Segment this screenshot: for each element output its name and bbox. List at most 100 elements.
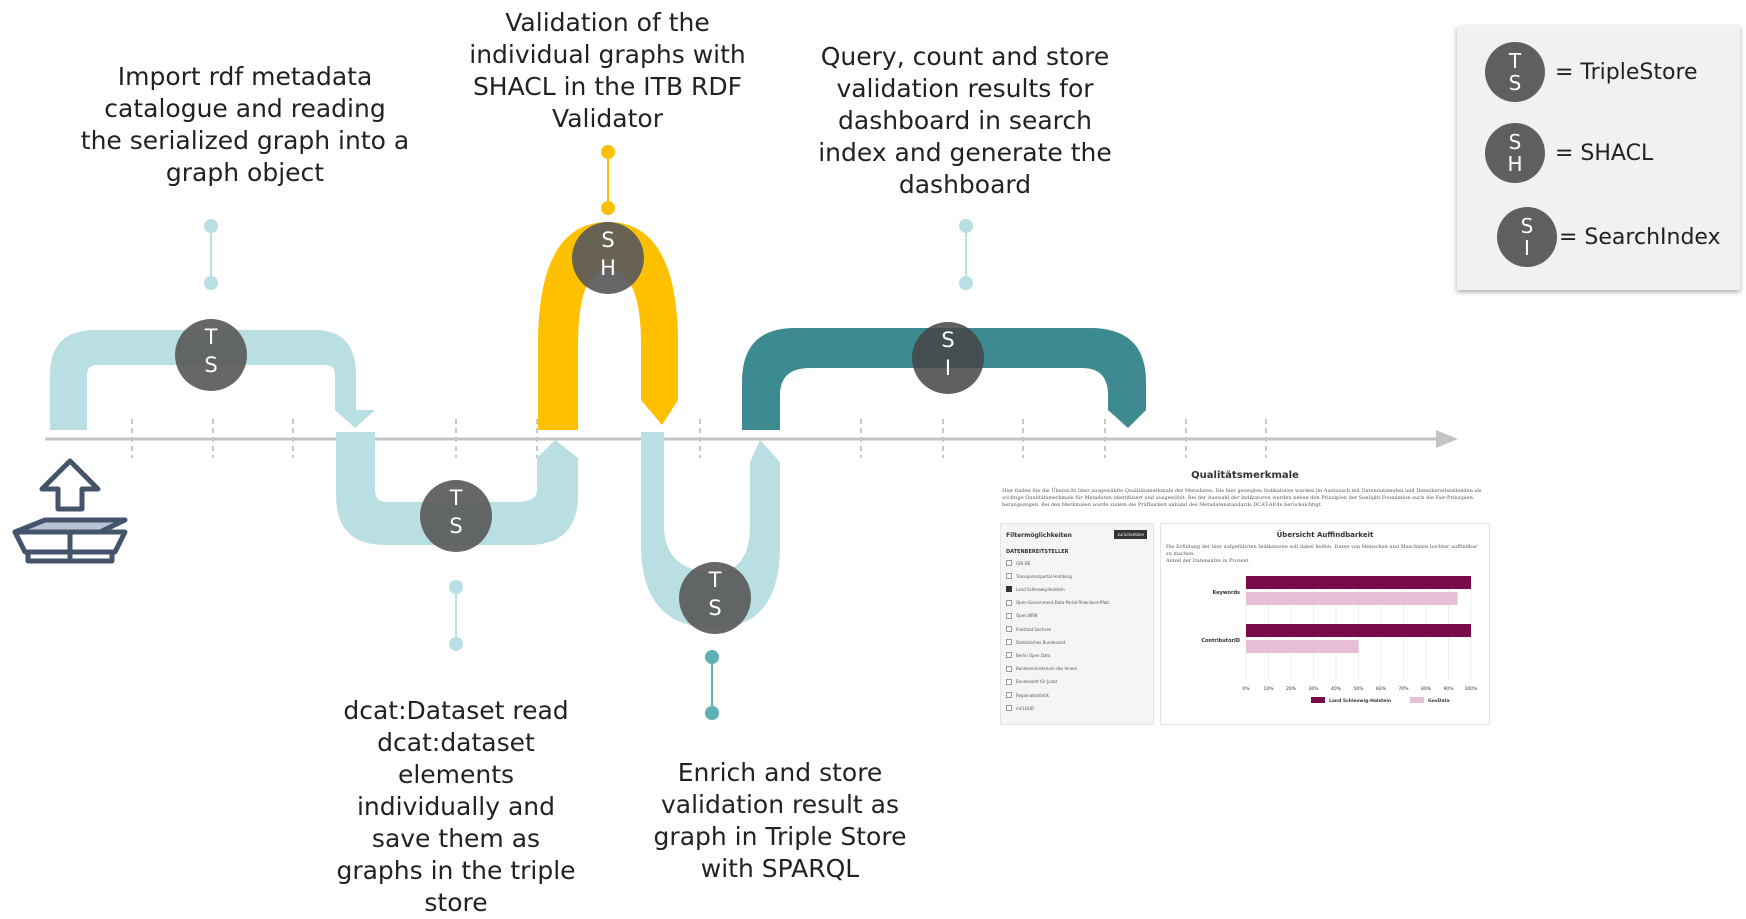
filter-checkbox[interactable] bbox=[1006, 573, 1012, 580]
flow-segment-dcat bbox=[336, 432, 578, 545]
badge-searchindex: S I bbox=[912, 322, 984, 394]
chart-tick-label: 90% bbox=[1443, 686, 1454, 692]
filter-checkbox[interactable] bbox=[1006, 560, 1012, 566]
pin-step5 bbox=[959, 219, 973, 290]
chart-tick-label: 70% bbox=[1398, 686, 1409, 692]
chart-tick-label: 0% bbox=[1242, 686, 1250, 692]
caption-step1: Import rdf metadata catalogue and readin… bbox=[80, 62, 410, 187]
filter-checkbox[interactable] bbox=[1006, 599, 1012, 606]
reset-button[interactable]: zurücksetzen bbox=[1114, 530, 1147, 539]
flow-diagram: T S T S S H T S S I bbox=[12, 145, 1458, 720]
filter-checkbox[interactable] bbox=[1006, 626, 1012, 632]
chart-tick-label: 20% bbox=[1286, 686, 1297, 692]
legend-label: = TripleStore bbox=[1555, 59, 1698, 85]
filter-option[interactable]: Bundesamt für Justiz bbox=[1006, 678, 1058, 685]
svg-text:S: S bbox=[941, 328, 954, 352]
chart-bar bbox=[1246, 592, 1458, 605]
chart-bar bbox=[1246, 624, 1471, 637]
legend-label: = SearchIndex bbox=[1559, 224, 1721, 250]
dashboard-intro: Hier finden Sie die Übersicht über ausge… bbox=[1002, 488, 1482, 508]
filter-option-label: Freistaat Sachsen bbox=[1016, 626, 1052, 632]
chart-description: Die Erfüllung der hier aufgeführten Indi… bbox=[1166, 544, 1478, 564]
filter-checkbox[interactable] bbox=[1006, 612, 1012, 619]
filter-option[interactable]: Statistisches Bundesamt bbox=[1006, 639, 1066, 646]
svg-text:T: T bbox=[708, 568, 722, 592]
filter-option[interactable]: Bundesministerium des Innern bbox=[1006, 665, 1078, 672]
filter-checkbox[interactable] bbox=[1006, 692, 1012, 698]
filter-option-label: Land Schleswig-Holstein bbox=[1016, 586, 1065, 592]
filter-option[interactable]: Land Schleswig-Holstein bbox=[1006, 586, 1065, 593]
filter-checkbox[interactable] bbox=[1006, 652, 1012, 659]
filter-option[interactable]: Freistaat Sachsen bbox=[1006, 626, 1051, 632]
filter-option-label: GDI-DE bbox=[1016, 560, 1031, 566]
caption-step4: Enrich and store validation result as gr… bbox=[653, 758, 907, 883]
flow-segment-shacl bbox=[538, 222, 678, 430]
caption-step3: Validation of the individual graphs with… bbox=[469, 8, 746, 133]
dashboard-title: Qualitätsmerkmale bbox=[1191, 470, 1299, 481]
svg-text:S: S bbox=[708, 596, 721, 620]
filter-option[interactable]: Berlin Open Data bbox=[1006, 652, 1050, 659]
badge-triplestore-3: T S bbox=[679, 562, 751, 634]
filter-option-label: Open-Government-Data-Portal Rheinland-Pf… bbox=[1016, 600, 1110, 606]
timeline-arrowhead bbox=[1436, 430, 1458, 448]
filter-option-label: mCLOUD bbox=[1016, 705, 1034, 711]
chart-legend-swatch bbox=[1410, 697, 1424, 703]
filter-option[interactable]: Open-Government-Data-Portal Rheinland-Pf… bbox=[1006, 599, 1110, 606]
dashboard-screenshot: Qualitätsmerkmale Hier finden Sie die Üb… bbox=[1000, 470, 1490, 725]
legend-label: = SHACL bbox=[1555, 140, 1654, 166]
pin-step2 bbox=[449, 580, 463, 651]
chart-tick-label: 30% bbox=[1308, 686, 1319, 692]
chart-tick-label: 60% bbox=[1376, 686, 1387, 692]
chart-subtitle: Anteil der Datensätze in Prozent bbox=[1166, 558, 1249, 564]
timeline-ticks bbox=[131, 419, 1267, 458]
filter-heading: Filtermöglichkeiten bbox=[1006, 532, 1072, 539]
bar-chart: 0%10%20%30%40%50%60%70%80%90%100%Keyword… bbox=[1201, 576, 1479, 704]
caption-step2: dcat:Dataset read dcat:dataset elements … bbox=[336, 696, 576, 917]
filter-option[interactable]: GDI-DE bbox=[1006, 560, 1030, 566]
filter-checkbox[interactable] bbox=[1006, 705, 1012, 712]
chart-legend-swatch bbox=[1311, 697, 1325, 703]
chart-legend-label: GovData bbox=[1428, 698, 1450, 704]
badge-shacl: S H bbox=[572, 222, 644, 294]
chart-tick-label: 80% bbox=[1421, 686, 1432, 692]
pin-step3 bbox=[601, 145, 615, 215]
filter-checkbox[interactable] bbox=[1006, 586, 1012, 593]
svg-text:S: S bbox=[204, 353, 217, 377]
filter-option[interactable]: Transparenzportal Hamburg bbox=[1006, 573, 1072, 580]
chart-category-label: Keywords bbox=[1212, 590, 1240, 596]
flow-segment-import bbox=[50, 330, 375, 430]
filter-option-label: Bundesamt für Justiz bbox=[1016, 679, 1058, 685]
svg-text:I: I bbox=[945, 356, 951, 380]
svg-text:T: T bbox=[449, 486, 463, 510]
filter-option[interactable]: Open.NRW bbox=[1006, 612, 1038, 619]
filter-option[interactable]: Regionalstatistik bbox=[1006, 692, 1049, 698]
badge-triplestore-1: T S bbox=[175, 319, 247, 391]
svg-text:H: H bbox=[600, 256, 616, 280]
svg-text:S: S bbox=[601, 228, 614, 252]
chart-panel: Übersicht Auffindbarkeit Die Erfüllung d… bbox=[1160, 523, 1490, 725]
chart-legend-label: Land Schleswig-Holstein bbox=[1329, 698, 1391, 704]
chart-title: Übersicht Auffindbarkeit bbox=[1276, 531, 1374, 539]
chart-tick-label: 10% bbox=[1263, 686, 1274, 692]
svg-text:S: S bbox=[449, 514, 462, 538]
pin-step4 bbox=[705, 650, 719, 720]
filter-checkbox[interactable] bbox=[1006, 665, 1012, 672]
filter-option-label: Open.NRW bbox=[1016, 613, 1038, 619]
filter-option-label: Bundesministerium des Innern bbox=[1016, 666, 1078, 672]
upload-box-icon bbox=[12, 458, 128, 564]
filter-checkbox[interactable] bbox=[1006, 639, 1012, 646]
caption-step5: Query, count and store validation result… bbox=[818, 42, 1112, 199]
filter-checkbox[interactable] bbox=[1006, 678, 1012, 685]
chart-tick-label: 40% bbox=[1331, 686, 1342, 692]
filter-option-label: Statistisches Bundesamt bbox=[1016, 639, 1066, 645]
chart-tick-label: 100% bbox=[1465, 686, 1479, 692]
badge-triplestore-2: T S bbox=[420, 480, 492, 552]
chart-bar bbox=[1246, 576, 1471, 589]
filter-option[interactable]: mCLOUD bbox=[1006, 705, 1034, 712]
